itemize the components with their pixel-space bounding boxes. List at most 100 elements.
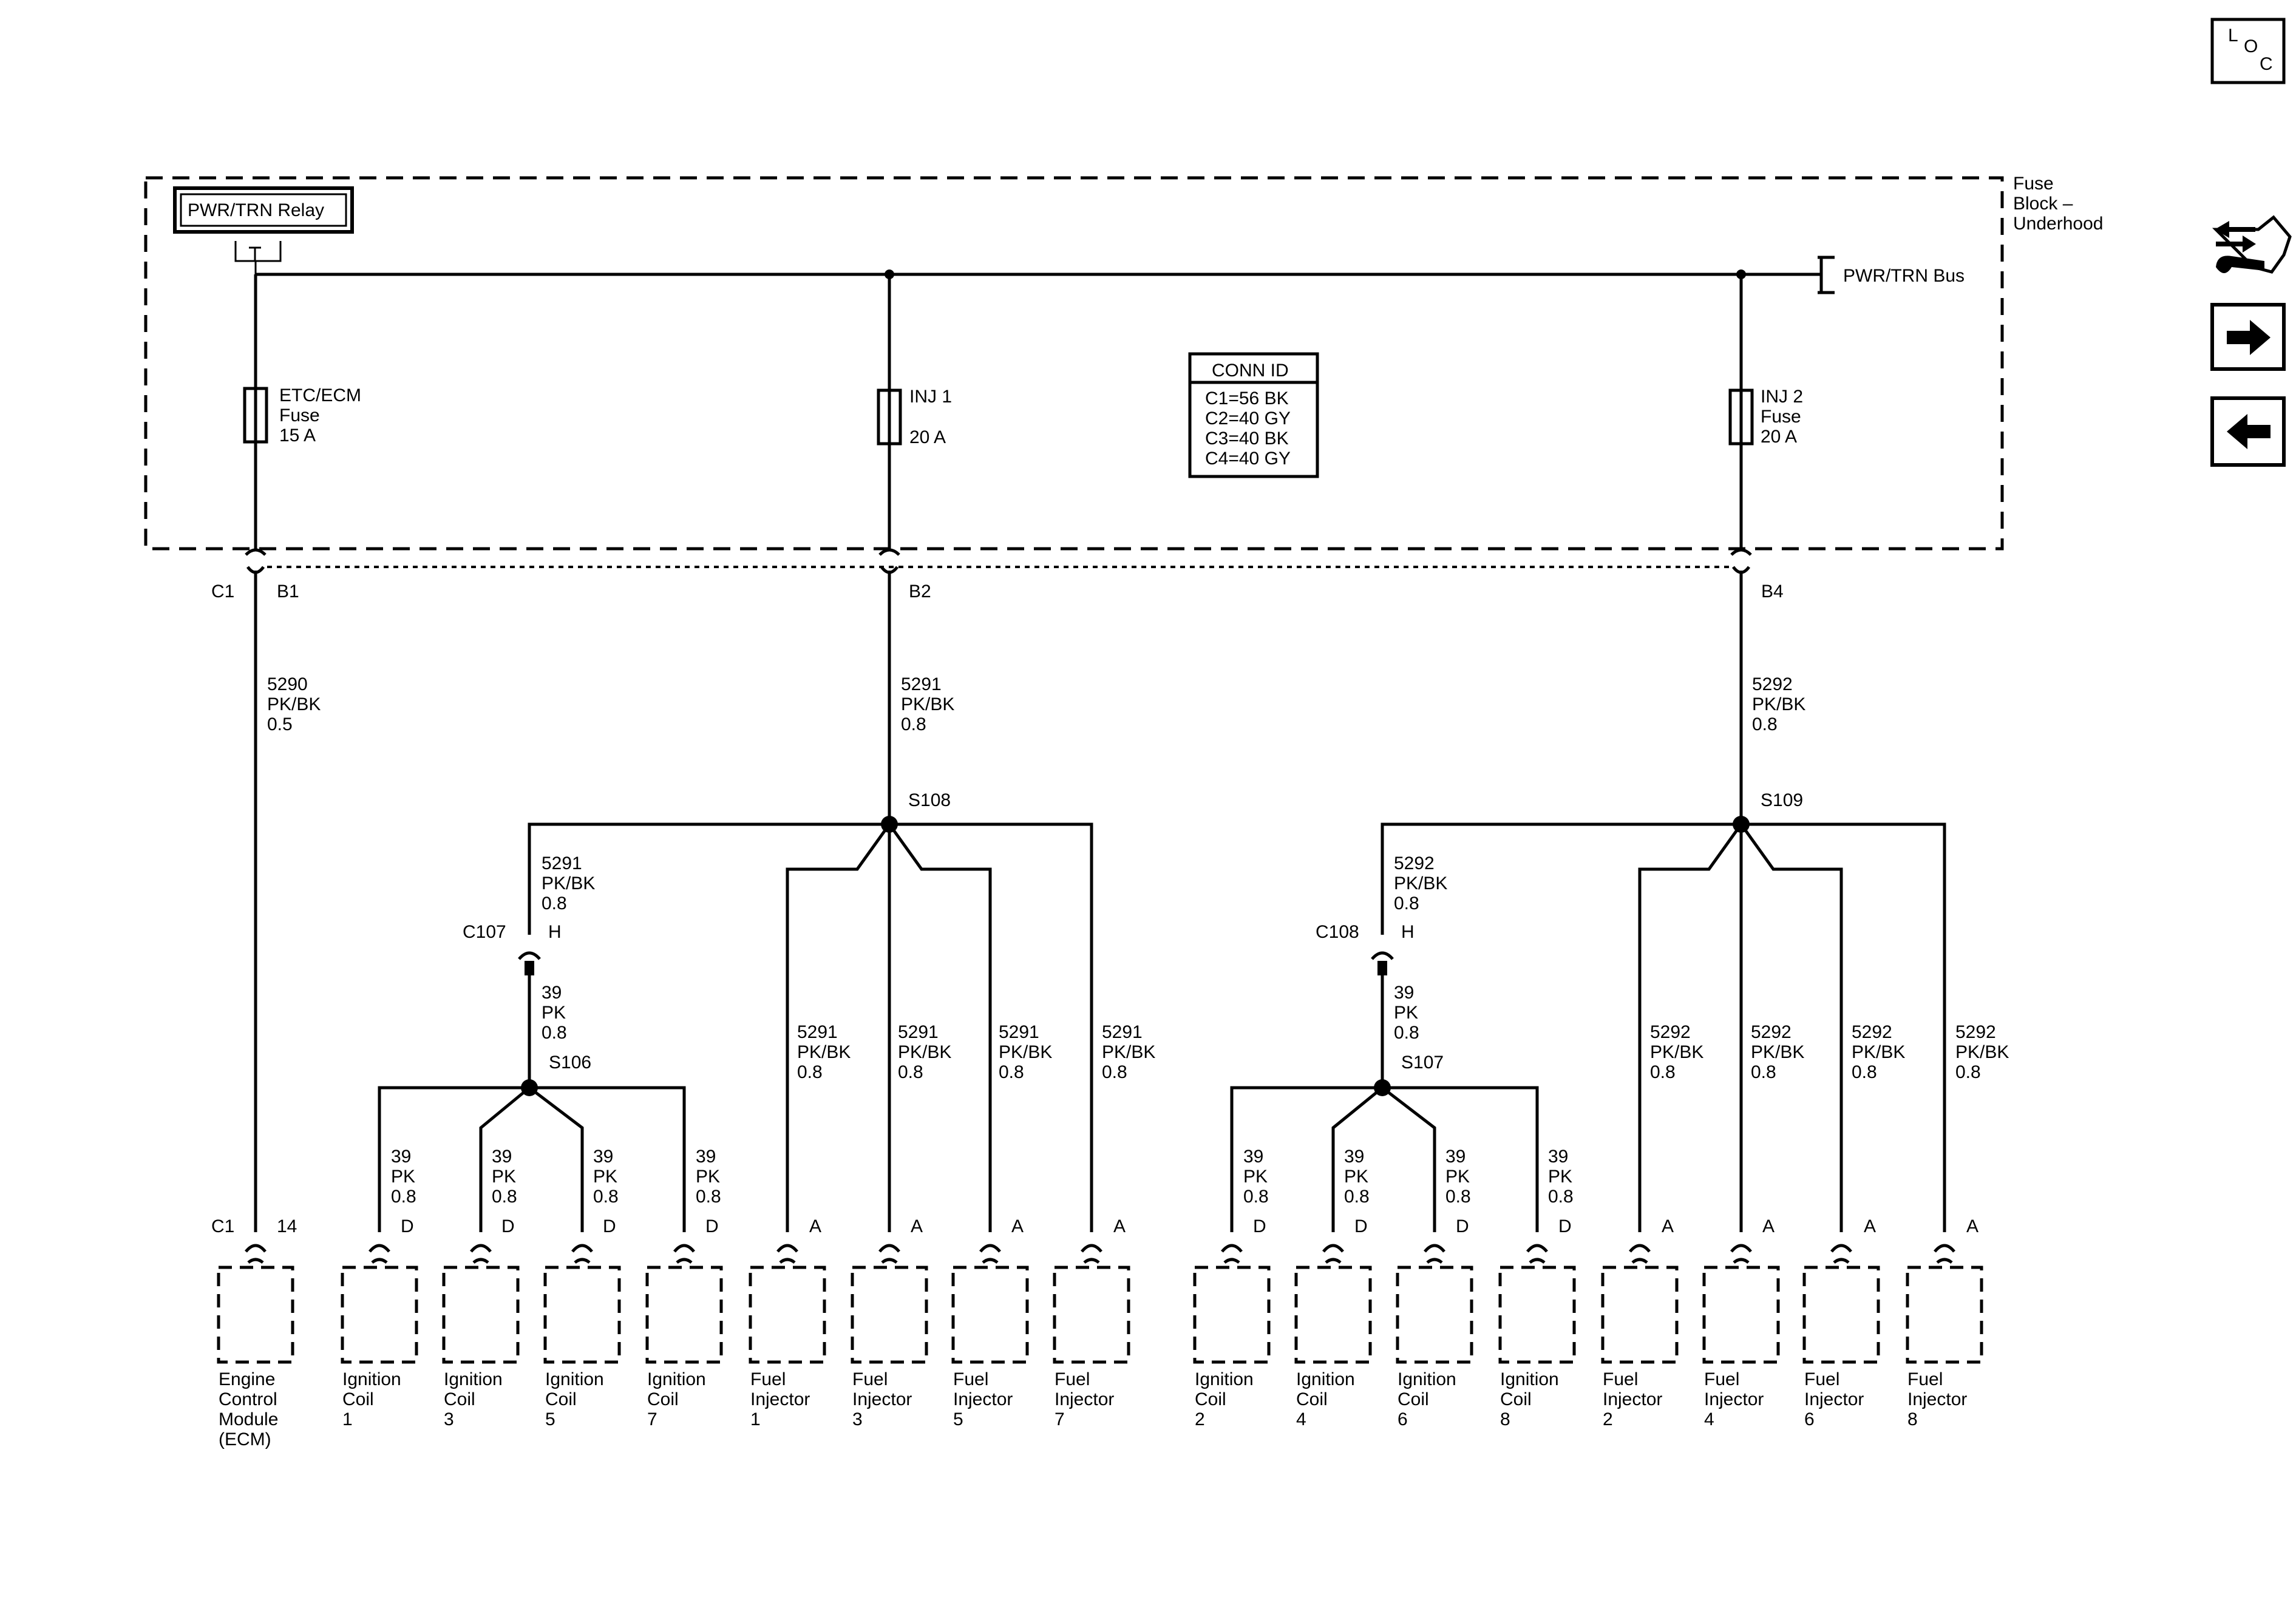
svg-text:D: D [603, 1216, 616, 1236]
next-page-button[interactable] [2210, 303, 2286, 371]
svg-text:A: A [911, 1216, 923, 1236]
c107-label: C107 [463, 922, 506, 942]
svg-text:A: A [1966, 1216, 1978, 1236]
svg-text:5292 PK/BK 0.8: 5292 PK/BK 0.8 [1394, 853, 1453, 914]
c1-label-top: C1 [211, 581, 234, 602]
svg-text:O: O [2244, 36, 2258, 56]
previous-page-button[interactable] [2210, 396, 2286, 467]
svg-text:A: A [1662, 1216, 1674, 1236]
svg-text:D: D [1558, 1216, 1572, 1236]
svg-text:A: A [1864, 1216, 1876, 1236]
svg-text:D: D [401, 1216, 414, 1236]
svg-text:INJ 2 Fuse 20 A: INJ 2 Fuse 20 A [1761, 387, 1808, 447]
b2-label: B2 [909, 581, 931, 602]
c108-pin-h: H [1401, 922, 1415, 942]
relay-label: PWR/TRN Relay [188, 200, 324, 220]
svg-text:D: D [1253, 1216, 1266, 1236]
c1-label-bottom: C1 [211, 1216, 234, 1236]
svg-text:ETC/ECM Fuse 15 A: ETC/ECM Fuse 15 A [279, 385, 366, 446]
component-locator-icon[interactable] [2212, 215, 2292, 274]
conn-id-table: CONN ID C1=56 BK C2=40 GY C3=40 BK C4=40… [1188, 352, 1319, 478]
svg-text:D: D [1354, 1216, 1368, 1236]
inj-2-fuse: INJ 2 Fuse 20 A [1728, 387, 1808, 447]
next-arrow-icon [2227, 320, 2271, 355]
previous-arrow-icon [2227, 414, 2271, 449]
c107-pin-h: H [548, 922, 562, 942]
svg-text:5291 PK/BK 0.8: 5291 PK/BK 0.8 [901, 674, 960, 734]
bus-connector-symbol [1818, 256, 1835, 294]
svg-text:39 PK 0.8: 39 PK 0.8 [1394, 983, 1423, 1043]
svg-text:INJ 1 20 A: INJ 1 20 A [909, 387, 957, 447]
b4-label: B4 [1761, 581, 1784, 602]
s108-label: S108 [908, 790, 951, 810]
s107-label: S107 [1401, 1053, 1444, 1073]
svg-text:5292 PK/BK 0.8: 5292 PK/BK 0.8 [1752, 674, 1811, 734]
fuse-block-outline [144, 176, 2004, 551]
svg-text:A: A [1011, 1216, 1024, 1236]
svg-text:5291 PK/BK 0.8: 5291 PK/BK 0.8 [542, 853, 600, 914]
loc-button[interactable]: L O C [2210, 18, 2286, 84]
svg-text:D: D [501, 1216, 515, 1236]
pin-b2 [878, 548, 900, 574]
s109-label: S109 [1761, 790, 1803, 810]
svg-text:A: A [1762, 1216, 1775, 1236]
svg-text:C: C [2260, 54, 2273, 74]
svg-text:5290 PK/BK 0.5: 5290 PK/BK 0.5 [267, 674, 326, 734]
pin-14-label: 14 [277, 1216, 297, 1236]
inj-1-fuse: INJ 1 20 A [877, 387, 957, 447]
svg-text:D: D [1456, 1216, 1469, 1236]
connector-c108 [1371, 951, 1394, 975]
bus-label: PWR/TRN Bus [1843, 266, 1965, 286]
s106-label: S106 [549, 1053, 591, 1073]
connector-c107 [518, 951, 541, 975]
pin-letters: D D D D A A A A D D D D A A A A [401, 1216, 1978, 1236]
svg-text:39 PK 0.8: 39 PK 0.8 [542, 983, 571, 1043]
pwr-trn-relay: PWR/TRN Relay [173, 186, 354, 262]
svg-text:A: A [1113, 1216, 1126, 1236]
